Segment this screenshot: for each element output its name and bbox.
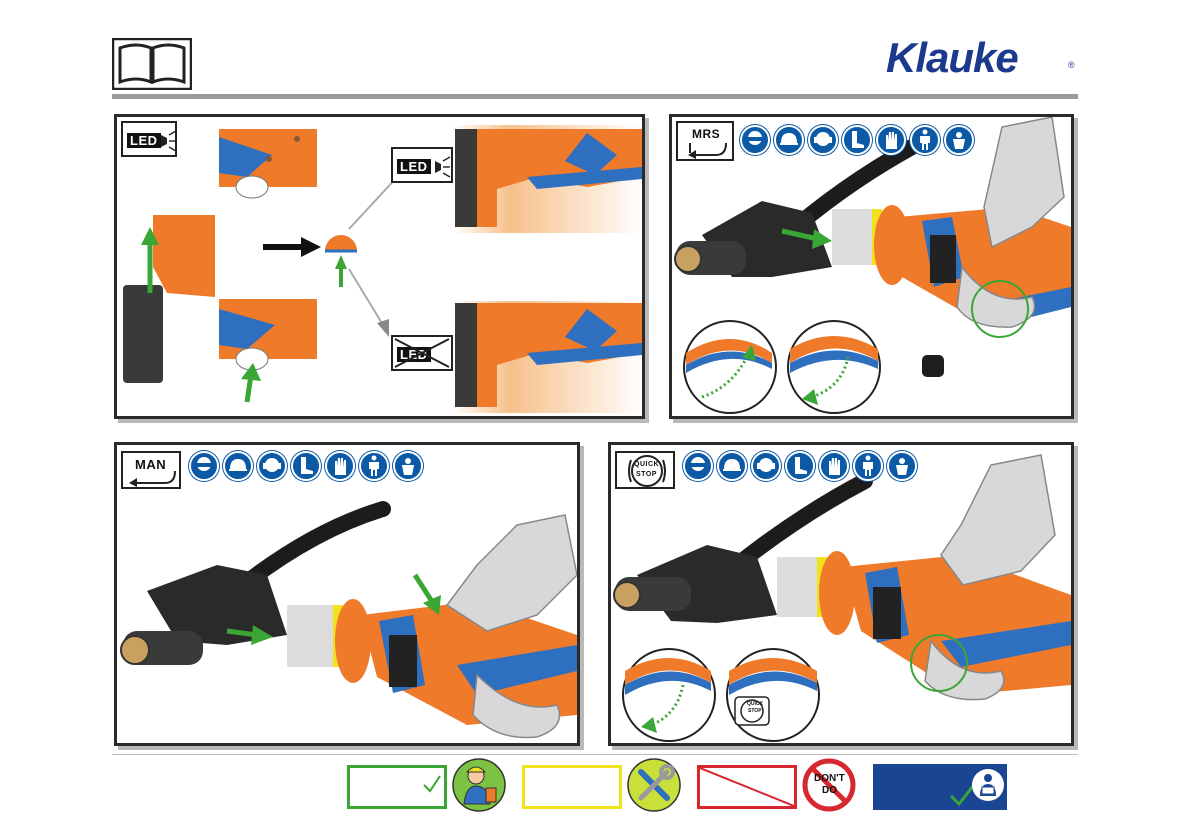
quick-stop-mode-icon: QUICK STOP [615, 451, 675, 489]
handle-bottom-view [219, 299, 317, 402]
safety-boots-icon [785, 451, 815, 481]
inset-press-trigger [684, 321, 776, 413]
led-off-indicator: LED [391, 335, 453, 371]
led-mode-icon: LED [121, 121, 177, 157]
protective-clothing-icon [853, 451, 883, 481]
gloves-icon [325, 451, 355, 481]
handle-side-view [123, 215, 215, 383]
legend-forbidden [697, 765, 797, 809]
diagonal-strike-icon [700, 768, 794, 806]
led-on-lamp-icon [433, 155, 451, 179]
safety-boots-icon [291, 451, 321, 481]
panel-led: LED LED LED [114, 114, 645, 419]
dont-do-label-1: DON'T [814, 773, 845, 784]
quick-stop-label-1: QUICK [634, 461, 659, 468]
worker-approved-icon [452, 758, 506, 812]
led-on-indicator: LED [391, 147, 453, 183]
gloves-icon [876, 125, 906, 155]
head-protection-icon [717, 451, 747, 481]
inset-quick-stop-indicator [727, 649, 819, 741]
inset-quick-stop-label-2: STOP [748, 708, 762, 714]
legend-correct [347, 765, 447, 809]
ear-protection-icon [751, 451, 781, 481]
eye-protection-icon [189, 451, 219, 481]
eye-protection-icon [683, 451, 713, 481]
header-rule [112, 94, 1078, 99]
safety-boots-icon [842, 125, 872, 155]
inset-quick-stop-trigger [623, 649, 715, 741]
panel-quick-stop: QUICK STOP QUICK STOP [608, 442, 1074, 746]
hand-safety-icon [944, 125, 974, 155]
quick-stop-label-2: STOP [636, 471, 657, 478]
led-mode-label: LED [127, 133, 161, 148]
hand-safety-icon [393, 451, 423, 481]
legend-maintenance [522, 765, 622, 809]
protective-clothing-icon [359, 451, 389, 481]
brand-name: Klauke [886, 34, 1018, 82]
panel-mrs: MRS [669, 114, 1074, 419]
footer-rule [112, 754, 1078, 755]
head-protection-icon [223, 451, 253, 481]
ear-protection-icon [808, 125, 838, 155]
mrs-mode-label: MRS [692, 127, 720, 141]
brand-registered-mark: ® [1068, 60, 1075, 70]
led-lamp-icon [159, 129, 177, 153]
brand-logo: Klauke ® [886, 34, 1081, 82]
inset-release-trigger [788, 321, 880, 413]
read-manual-person-icon [971, 768, 1005, 802]
manual-book-icon [112, 38, 192, 90]
check-icon [422, 774, 442, 794]
head-protection-icon [774, 125, 804, 155]
man-mode-label: MAN [135, 457, 166, 472]
return-arrow-icon [127, 471, 179, 487]
ear-protection-icon [257, 451, 287, 481]
hand-safety-icon [887, 451, 917, 481]
panel-man: MAN [114, 442, 580, 746]
return-arrow-icon [686, 141, 730, 159]
led-off-cross-icon [393, 337, 451, 369]
man-mode-icon: MAN [121, 451, 181, 489]
protective-clothing-icon [910, 125, 940, 155]
led-on-label: LED [397, 159, 431, 174]
gloves-icon [819, 451, 849, 481]
legend-info [873, 764, 1007, 810]
dont-do-label-2: DO [822, 785, 837, 796]
tools-icon [627, 758, 681, 812]
handle-top-view [219, 129, 317, 198]
dont-do-icon: DON'T DO [802, 758, 856, 812]
eye-protection-icon [740, 125, 770, 155]
mrs-mode-icon: MRS [676, 121, 734, 161]
inset-quick-stop-label-1: QUICK [747, 701, 763, 707]
